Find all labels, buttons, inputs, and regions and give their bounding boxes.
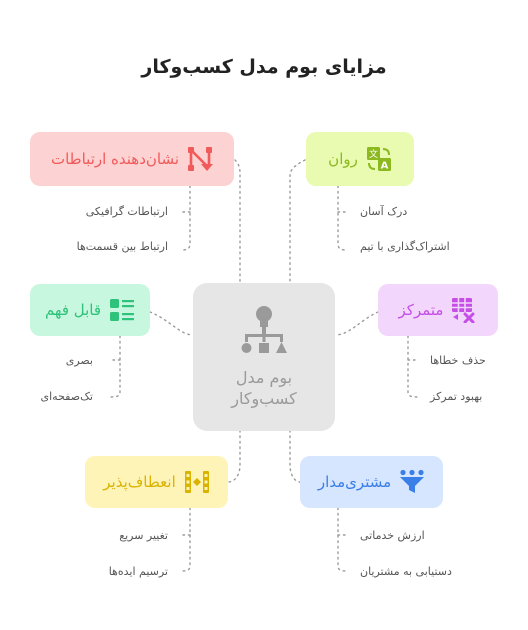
connector-line <box>334 311 379 336</box>
node-customer-centric: مشتری‌مدار <box>300 456 443 508</box>
flex-columns-icon <box>184 471 209 493</box>
svg-text:文: 文 <box>369 148 378 160</box>
node-label: متمرکز <box>398 301 444 319</box>
node-item: بهبود تمرکز <box>430 390 483 403</box>
node-item: بصری <box>65 354 93 367</box>
node-item: ترسیم ایده‌ها <box>108 565 168 578</box>
node-item: حذف خطاها <box>430 354 486 367</box>
center-label-line2: کسب‌وکار <box>231 389 297 408</box>
diagram-title: مزایای بوم مدل کسب‌وکار <box>141 56 387 78</box>
node-label: قابل فهم <box>44 301 102 319</box>
node-fluent: 文 A روان <box>306 132 414 186</box>
customer-funnel-icon <box>400 469 425 493</box>
translate-icon: 文 A <box>366 147 391 172</box>
center-label-line1: بوم مدل <box>235 368 293 387</box>
checklist-icon <box>110 299 135 321</box>
node-item: ارتباط بین قسمت‌ها <box>76 240 168 253</box>
connector-line <box>289 424 301 483</box>
connector-line <box>407 335 419 398</box>
node-item: ارتباطات گرافیکی <box>85 205 168 218</box>
connector-line <box>149 311 194 336</box>
node-item: درک آسان <box>360 205 408 218</box>
node-item: ارزش خدماتی <box>360 529 425 542</box>
node-item: اشتراک‌گذاری با تیم <box>360 240 450 253</box>
connector-line <box>337 185 349 251</box>
connector-line <box>179 507 191 572</box>
connection-arrows-icon <box>188 147 214 171</box>
node-label: نشان‌دهنده ارتباطات <box>50 150 180 168</box>
node-understandable: قابل فهم <box>30 284 150 336</box>
node-focused: متمرکز <box>378 284 498 336</box>
connector-line <box>109 335 121 398</box>
node-flexible: انعطاف‌پذیر <box>85 456 228 508</box>
node-item: تغییر سریع <box>119 529 168 542</box>
connector-line <box>289 159 306 291</box>
grid-close-icon <box>452 298 475 323</box>
connector-line <box>227 424 241 483</box>
node-label: مشتری‌مدار <box>317 473 392 491</box>
node-item: دستیابی به مشتریان <box>360 565 452 578</box>
hierarchy-icon <box>241 306 287 353</box>
connector-line <box>179 185 191 251</box>
center-node: بوم مدل کسب‌وکار <box>193 283 335 431</box>
node-item: تک‌صفحه‌ای <box>40 390 93 403</box>
svg-text:A: A <box>380 161 388 172</box>
node-label: روان <box>328 150 358 168</box>
connector-line <box>337 507 349 572</box>
center-label: بوم مدل کسب‌وکار <box>231 367 297 409</box>
connector-line <box>234 159 241 291</box>
node-relationships: نشان‌دهنده ارتباطات <box>30 132 234 186</box>
node-label: انعطاف‌پذیر <box>103 473 176 491</box>
